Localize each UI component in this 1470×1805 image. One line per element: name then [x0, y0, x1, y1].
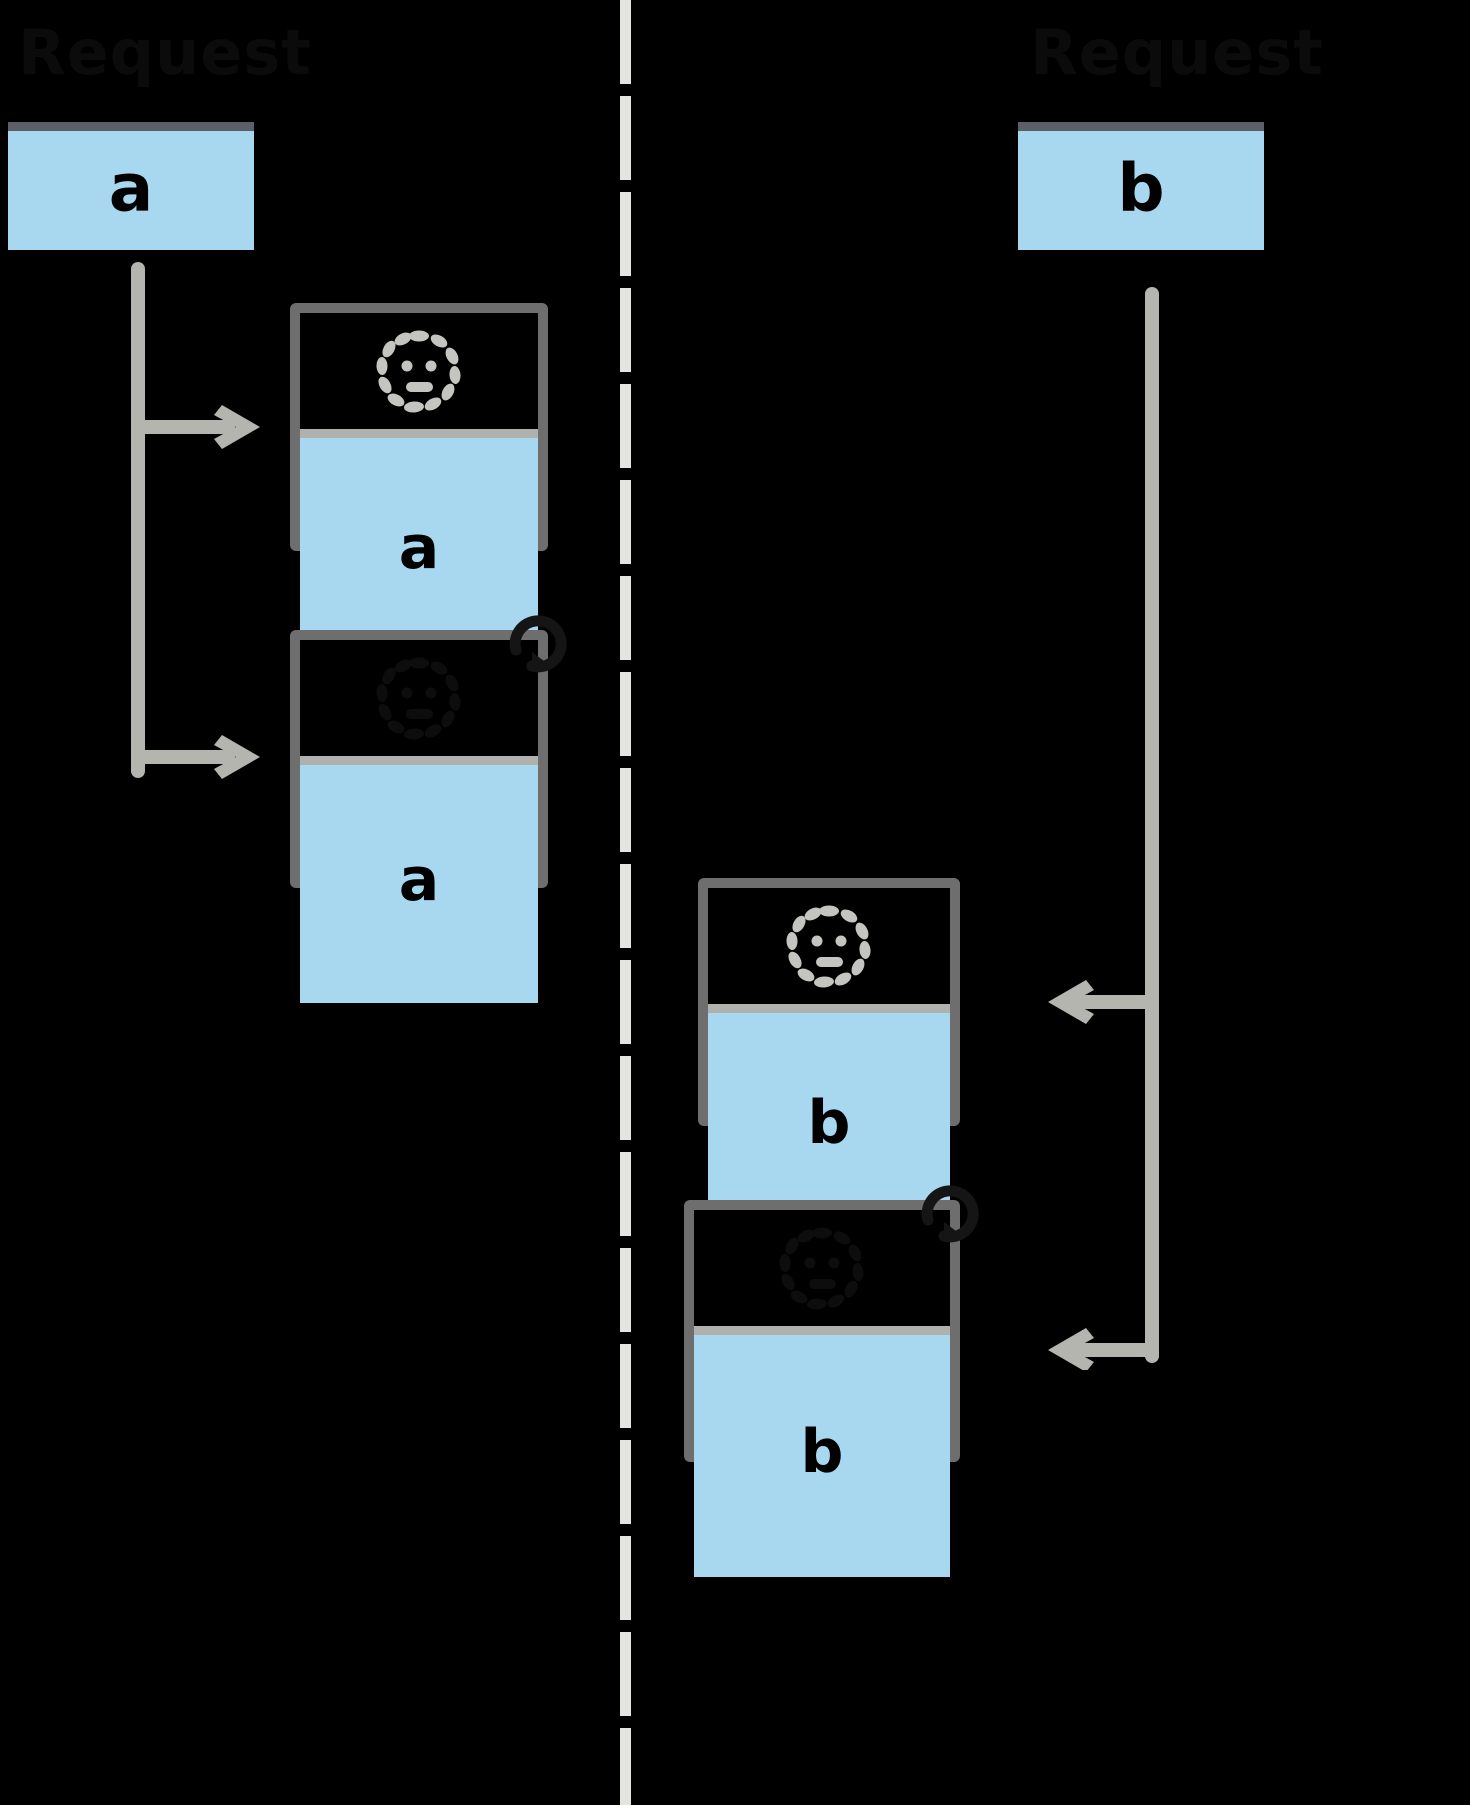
node-card-right-2-head — [694, 1185, 979, 1335]
left-column-title: Request — [18, 16, 312, 89]
right-connector-group — [1030, 280, 1210, 1370]
dashed-face-icon — [376, 328, 462, 414]
node-card-left-2[interactable]: a — [290, 615, 567, 1003]
node-card-left-2-head — [300, 615, 567, 765]
node-card-left-1-body: a — [300, 438, 538, 666]
right-column-title: Request — [1030, 16, 1324, 89]
node-card-left-1-label: a — [398, 512, 440, 583]
node-card-right-1[interactable]: b — [698, 878, 960, 1241]
node-card-left-2-label: a — [398, 844, 440, 915]
root-node-b-label: b — [1117, 148, 1165, 226]
root-node-a-label: a — [108, 148, 154, 226]
node-card-left-1-head — [300, 313, 538, 438]
dashed-face-icon — [779, 1225, 865, 1311]
vertical-dashed-divider — [620, 0, 631, 1805]
node-card-right-2[interactable]: b — [684, 1185, 979, 1577]
root-node-a[interactable]: a — [8, 122, 254, 250]
dashed-face-icon — [786, 903, 872, 989]
node-card-left-1[interactable]: a — [290, 303, 548, 666]
node-card-right-1-head — [708, 888, 950, 1013]
node-card-right-2-body: b — [694, 1335, 950, 1577]
node-card-left-2-body: a — [300, 765, 538, 1003]
node-card-right-2-label: b — [800, 1416, 844, 1487]
left-connector-group — [110, 255, 280, 785]
root-node-b[interactable]: b — [1018, 122, 1264, 250]
refresh-badge-icon — [914, 1176, 984, 1246]
refresh-badge-icon — [502, 606, 572, 676]
dashed-face-icon — [376, 655, 462, 741]
node-card-right-1-label: b — [807, 1087, 851, 1158]
